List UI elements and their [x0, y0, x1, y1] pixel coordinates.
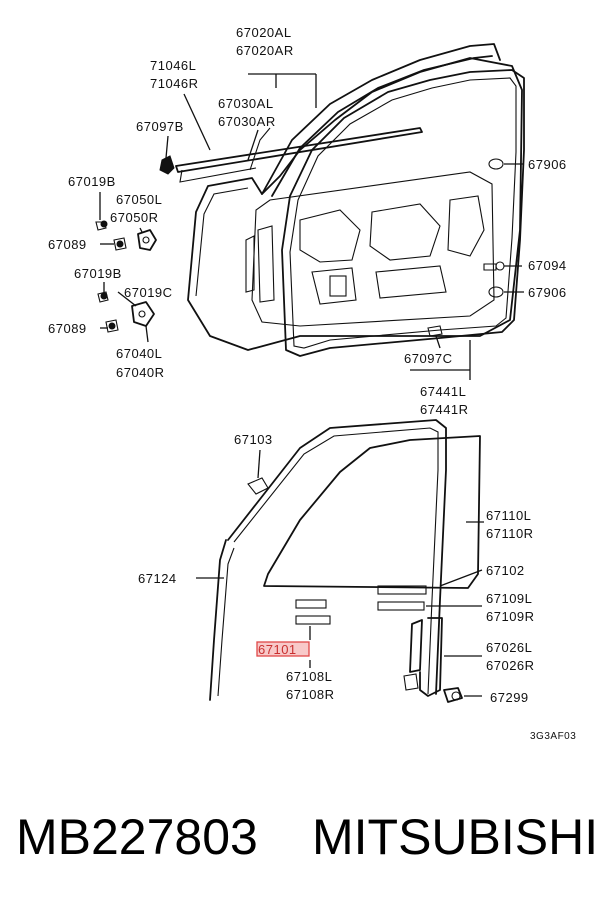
footer: MB227803 MITSUBISHI [0, 800, 600, 880]
label-67108L: 67108L [286, 669, 332, 684]
label-67299: 67299 [490, 690, 529, 705]
parts-diagram: 67020AL 67020AR 71046L 71046R 67030AL 67… [48, 25, 576, 742]
label-67109R: 67109R [486, 609, 535, 624]
leader-lines-lower [196, 449, 484, 697]
part-number: MB227803 [16, 809, 258, 865]
label-67124: 67124 [138, 571, 177, 586]
label-67019C: 67019C [124, 285, 173, 300]
label-71046R: 71046R [150, 76, 199, 91]
label-67019B-lower: 67019B [74, 266, 122, 281]
label-67110R: 67110R [486, 526, 534, 541]
glass-drawing [209, 419, 481, 703]
label-67020AR: 67020AR [236, 43, 294, 58]
brand-name: MITSUBISHI [312, 809, 599, 865]
label-67050L: 67050L [116, 192, 162, 207]
label-67441R: 67441R [420, 402, 469, 417]
label-67102: 67102 [486, 563, 525, 578]
label-67030AR: 67030AR [218, 114, 276, 129]
label-67097C: 67097C [404, 351, 453, 366]
door-panel-drawing [95, 43, 525, 357]
label-67109L: 67109L [486, 591, 532, 606]
label-67906-upper: 67906 [528, 157, 567, 172]
label-67103: 67103 [234, 432, 273, 447]
leader-lines-upper [99, 73, 524, 380]
label-67089-upper: 67089 [48, 237, 87, 252]
label-67026R: 67026R [486, 658, 535, 673]
label-67097B: 67097B [136, 119, 184, 134]
label-67040L: 67040L [116, 346, 162, 361]
label-67030AL: 67030AL [218, 96, 274, 111]
highlight-box [256, 641, 310, 657]
label-67050R: 67050R [110, 210, 159, 225]
label-67110L: 67110L [486, 508, 531, 523]
label-67019B-upper: 67019B [68, 174, 116, 189]
label-67026L: 67026L [486, 640, 532, 655]
label-67108R: 67108R [286, 687, 335, 702]
label-71046L: 71046L [150, 58, 196, 73]
label-67094: 67094 [528, 258, 567, 273]
label-67101: 67101 [258, 642, 297, 657]
diagram-code: 3G3AF03 [530, 731, 576, 742]
label-67906-lower: 67906 [528, 285, 567, 300]
label-67040R: 67040R [116, 365, 165, 380]
callout-labels: 67020AL 67020AR 71046L 71046R 67030AL 67… [48, 25, 576, 742]
label-67020AL: 67020AL [236, 25, 292, 40]
label-67441L: 67441L [420, 384, 466, 399]
label-67089-lower: 67089 [48, 321, 87, 336]
